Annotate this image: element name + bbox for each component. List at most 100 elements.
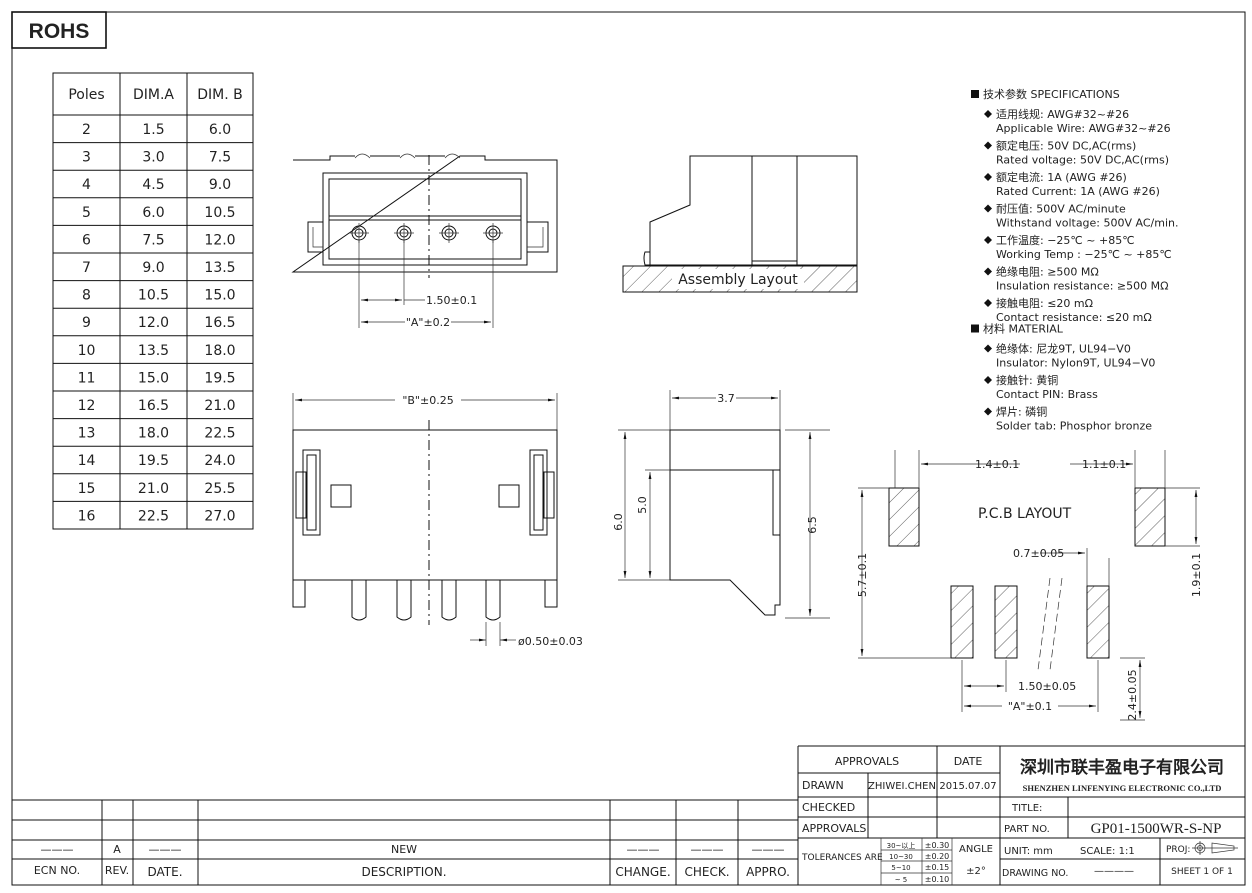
spec-cn: 额定电流: 1A (AWG #26): [996, 170, 1127, 184]
scale-label: SCALE: 1:1: [1080, 846, 1135, 857]
approvals-header: APPROVALS: [835, 755, 899, 768]
tol-range-1: 30~以上: [887, 841, 916, 850]
table-cell: 3: [82, 150, 91, 166]
table-cell: 16: [78, 508, 96, 524]
table-cell: 8: [82, 288, 91, 304]
material-en: Contact PIN: Brass: [996, 388, 1098, 401]
unit-label: UNIT: mm: [1004, 846, 1053, 857]
table-cell: 27.0: [204, 508, 235, 524]
drawn-by: ZHIWEI.CHEN: [868, 781, 936, 792]
a-dimension: "A"±0.2: [406, 316, 450, 329]
height-6-5-dimension: 6.5: [806, 516, 819, 534]
table-cell: 9.0: [142, 260, 164, 276]
table-cell: 6: [82, 232, 91, 248]
diamond-bullet-icon: [984, 376, 992, 384]
pcb-2-4-dimension: 2.4±0.05: [1126, 669, 1139, 720]
title-block: APPROVALS DATE DRAWN ZHIWEI.CHEN 2015.07…: [797, 745, 1245, 885]
table-cell: 4.5: [142, 177, 164, 193]
company-name-en: SHENZHEN LINFENYING ELECTRONIC CO.,LTD: [1023, 783, 1222, 793]
spec-en: Rated voltage: 50V DC,AC(rms): [996, 154, 1169, 167]
table-cell: 15: [78, 481, 96, 497]
rev-description: NEW: [391, 843, 417, 856]
height-5-0-dimension: 5.0: [636, 496, 649, 514]
table-header: Poles: [68, 87, 104, 103]
table-cell: 14: [78, 453, 96, 469]
table-cell: 18.0: [204, 343, 235, 359]
table-cell: 22.5: [138, 508, 169, 524]
company-name-cn: 深圳市联丰盈电子有限公司: [1020, 757, 1224, 778]
spec-cn: 接触电阻: ≤20 mΩ: [996, 296, 1093, 310]
rev-change: ———: [627, 843, 660, 856]
spec-cn: 额定电压: 50V DC,AC(rms): [996, 139, 1136, 153]
table-cell: 21.0: [138, 481, 169, 497]
table-cell: 7: [82, 260, 91, 276]
rev-letter: A: [113, 843, 121, 856]
table-cell: 16.5: [204, 315, 235, 331]
pcb-layout: P.C.B LAYOUT 1.4±0.1 1.1±0.1 0.7±0.05 5.…: [856, 450, 1203, 721]
pcb-1-1-dimension: 1.1±0.1: [1082, 458, 1126, 471]
diamond-bullet-icon: [984, 267, 992, 276]
table-cell: 7.5: [142, 232, 164, 248]
title-label: TITLE:: [1011, 803, 1042, 814]
spec-en: Working Temp : −25℃ ~ +85℃: [996, 248, 1172, 261]
projection-label: PROJ:: [1166, 845, 1190, 855]
table-cell: 15.0: [138, 370, 169, 386]
tol-range-2: 10~30: [889, 853, 913, 861]
angle-label: ANGLE: [959, 844, 993, 855]
diamond-bullet-icon: [984, 173, 992, 181]
rev-check: ———: [691, 843, 724, 856]
rohs-label: ROHS: [29, 20, 90, 43]
spec-cn: 适用线规: AWG#32~#26: [996, 107, 1129, 121]
bottom-front-view: "B"±0.25 ø0.50±0.03: [292, 393, 583, 648]
pcb-1-50-dimension: 1.50±0.05: [1018, 680, 1076, 693]
tol-value-2: ±0.20: [925, 852, 950, 861]
table-cell: 1.5: [142, 122, 164, 138]
diamond-bullet-icon: [984, 299, 992, 307]
part-number: GP01-1500WR-S-NP: [1091, 821, 1222, 837]
sheet-label: SHEET 1 OF 1: [1171, 867, 1233, 877]
spec-en: Insulation resistance: ≥500 MΩ: [996, 280, 1169, 293]
specifications-heading: 技术参数 SPECIFICATIONS: [983, 87, 1120, 101]
header-appro: APPRO.: [746, 865, 790, 879]
approvals-label: APPROVALS: [802, 822, 866, 835]
rev-ecn: ———: [41, 843, 74, 856]
table-cell: 7.5: [209, 150, 231, 166]
table-cell: 13: [78, 426, 96, 442]
drawing-frame: [11, 11, 1246, 886]
pcb-layout-title: P.C.B LAYOUT: [978, 506, 1072, 522]
pcb-1-9-dimension: 1.9±0.1: [1190, 553, 1203, 597]
revision-block: ——— A ——— NEW ——— ——— ——— ECN NO. REV. D…: [12, 799, 798, 885]
material-cn: 绝缘体: 尼龙9T, UL94−V0: [996, 342, 1131, 356]
diamond-bullet-icon: [984, 204, 992, 213]
diamond-bullet-icon: [984, 236, 992, 244]
table-cell: 13.5: [204, 260, 235, 276]
table-cell: 12.0: [138, 315, 169, 331]
table-cell: 4: [82, 177, 91, 193]
assembly-layout-label: Assembly Layout: [678, 272, 798, 288]
tolerances-label: TOLERANCES ARE: [801, 853, 883, 863]
tol-range-4: ~ 5: [895, 876, 908, 884]
drawn-date: 2015.07.07: [939, 781, 996, 792]
header-check: CHECK.: [684, 865, 729, 879]
table-cell: 10.5: [138, 288, 169, 304]
table-cell: 12: [78, 398, 96, 414]
date-header: DATE: [954, 755, 983, 768]
table-cell: 22.5: [204, 426, 235, 442]
table-cell: 18.0: [138, 426, 169, 442]
table-header: DIM.A: [133, 87, 174, 103]
table-cell: 5: [82, 205, 91, 221]
table-cell: 16.5: [138, 398, 169, 414]
material-heading: 材料 MATERIAL: [983, 322, 1064, 336]
square-bullet-icon: [971, 324, 979, 333]
table-cell: 2: [82, 122, 91, 138]
header-date: DATE.: [147, 865, 182, 879]
rev-date: ———: [149, 843, 182, 856]
diamond-bullet-icon: [984, 344, 992, 353]
pcb-1-4-dimension: 1.4±0.1: [975, 458, 1019, 471]
header-description: DESCRIPTION.: [361, 865, 446, 879]
table-cell: 10: [78, 343, 96, 359]
material-cn: 焊片: 磷铜: [996, 405, 1047, 419]
diamond-bullet-icon: [984, 141, 992, 150]
